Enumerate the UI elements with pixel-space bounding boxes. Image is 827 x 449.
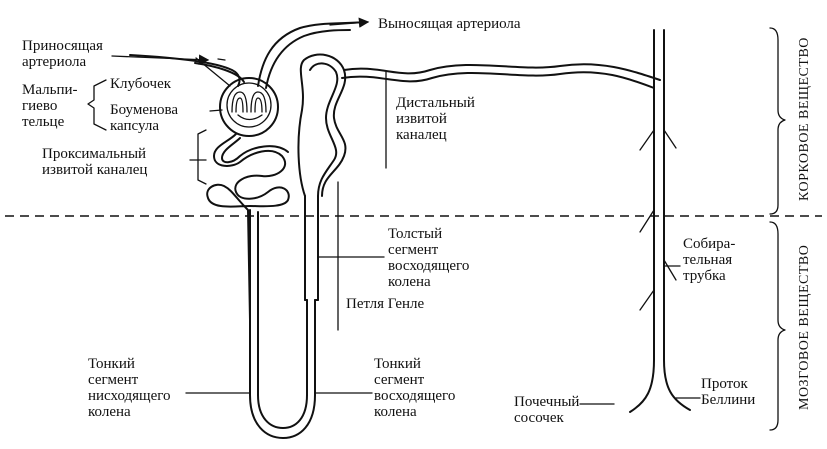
label-thin-desc-4: колена (88, 404, 131, 420)
collecting-duct (629, 29, 655, 413)
label-efferent: Выносящая артериола (378, 16, 521, 32)
label-collecting-1: Собира- (683, 236, 736, 252)
bowman-capsule (219, 77, 279, 137)
label-distal-3: каналец (396, 127, 447, 143)
label-thin-asc-1: Тонкий (374, 356, 421, 372)
label-thin-desc-1: Тонкий (88, 356, 135, 372)
label-thick-4: колена (388, 274, 431, 290)
label-proximal-2: извитой каналец (42, 162, 148, 178)
label-cortex-zone: КОРКОВОЕ ВЕЩЕСТВО (797, 37, 812, 201)
distal-convoluted-tubule (297, 53, 347, 197)
glomerulus (231, 91, 267, 121)
henle-loop-bend (249, 394, 316, 439)
label-afferent-1: Приносящая (22, 38, 103, 54)
label-bellini-2: Беллини (701, 392, 756, 408)
label-distal-1: Дистальный (396, 95, 475, 111)
label-medulla-zone: МОЗГОВОЕ ВЕЩЕСТВО (797, 244, 812, 410)
label-bowman-1: Боуменова (110, 102, 179, 118)
label-thin-desc-2: сегмент (88, 372, 139, 388)
label-thin-asc-2: сегмент (374, 372, 425, 388)
label-thin-asc-3: восходящего (374, 388, 456, 404)
connecting-tubule (343, 63, 661, 81)
label-thick-2: сегмент (388, 242, 439, 258)
label-collecting-2: тельная (683, 252, 733, 268)
label-papilla-1: Почечный (514, 394, 580, 410)
label-thin-asc-4: колена (374, 404, 417, 420)
cortex-brace (769, 27, 786, 215)
label-malpighian-2: гиево (22, 98, 58, 114)
label-malpighian-1: Мальпи- (22, 82, 78, 98)
label-proximal-1: Проксимальный (42, 146, 147, 162)
label-glomerulus: Клубочек (110, 76, 172, 92)
label-malpighian-3: тельце (22, 114, 65, 130)
label-henle-loop: Петля Генле (346, 296, 425, 312)
label-distal-2: извитой (396, 111, 447, 127)
medulla-brace (769, 221, 786, 431)
label-thin-desc-3: нисходящего (88, 388, 171, 404)
label-thick-1: Толстый (388, 226, 443, 242)
label-papilla-2: сосочек (514, 410, 564, 426)
label-collecting-3: трубка (683, 268, 726, 284)
label-afferent-2: артериола (22, 54, 87, 70)
proximal-convoluted-tubule (206, 133, 290, 321)
efferent-arteriole (257, 21, 365, 87)
label-bowman-2: капсула (110, 118, 159, 134)
label-thick-3: восходящего (388, 258, 470, 274)
label-bellini-1: Проток (701, 376, 748, 392)
